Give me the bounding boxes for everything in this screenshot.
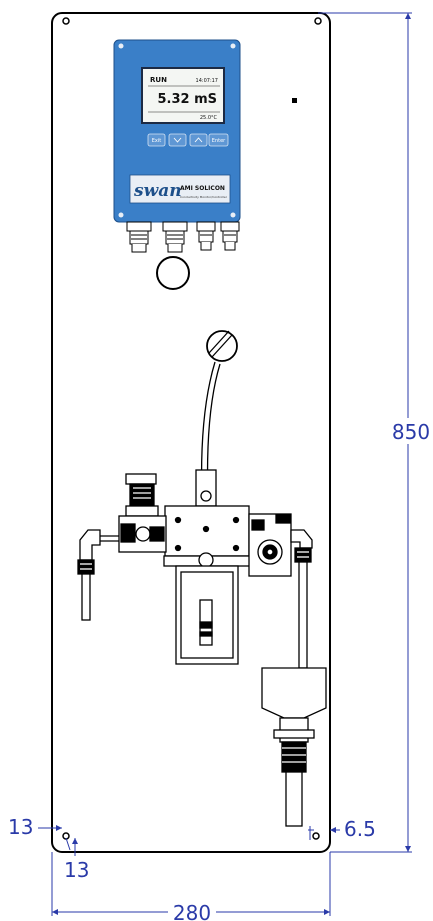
key-up (189, 133, 208, 147)
mounting-panel (51, 12, 331, 853)
right-outlet-fitting (290, 529, 313, 669)
key-down (168, 133, 187, 147)
display-status: RUN (150, 76, 167, 84)
display-time: 14:07:17 (196, 78, 218, 84)
controller-display (141, 67, 225, 124)
mounting-hole-top-right (314, 17, 322, 25)
model-subtitle: Conductivity Monitor/Controller (180, 195, 228, 199)
display-sub: 25.0°C (200, 115, 218, 121)
dimension-width: 280 (51, 852, 331, 921)
svg-text:Enter: Enter (212, 138, 226, 144)
round-cutout (156, 256, 190, 290)
display-value: 5.32 mS (157, 92, 217, 107)
drain-funnel (261, 667, 327, 827)
brand-logo: swan (133, 181, 182, 201)
dimension-height: 850 (318, 12, 432, 853)
dimension-width-label: 280 (173, 901, 211, 921)
model-name: AMI SOLICON (180, 185, 225, 192)
cable-glands (126, 221, 240, 253)
dimension-hole-offset-left: 13 13 (8, 815, 89, 882)
controller-unit: RUN 14:07:17 5.32 mS 25.0°C Exit Enter s… (113, 39, 241, 223)
hole-offset-x-label: 13 (8, 815, 33, 839)
mounting-hole-top-left (62, 17, 70, 25)
flow-meter (248, 513, 292, 577)
svg-text:Exit: Exit (152, 138, 162, 144)
dimension-height-label: 850 (392, 420, 430, 444)
dimension-hole-offset-right: 6.5 (308, 817, 376, 841)
hole-offset-right-label: 6.5 (344, 817, 376, 841)
panel-marker-dot (292, 98, 297, 103)
regulator-valve (100, 473, 167, 553)
controller-label-plate (129, 174, 231, 204)
left-inlet-fitting (77, 529, 101, 621)
key-enter: Enter (208, 133, 229, 147)
key-exit: Exit (147, 133, 166, 147)
mounting-hole-bottom-right (312, 832, 320, 840)
hole-offset-y-label: 13 (64, 858, 89, 882)
